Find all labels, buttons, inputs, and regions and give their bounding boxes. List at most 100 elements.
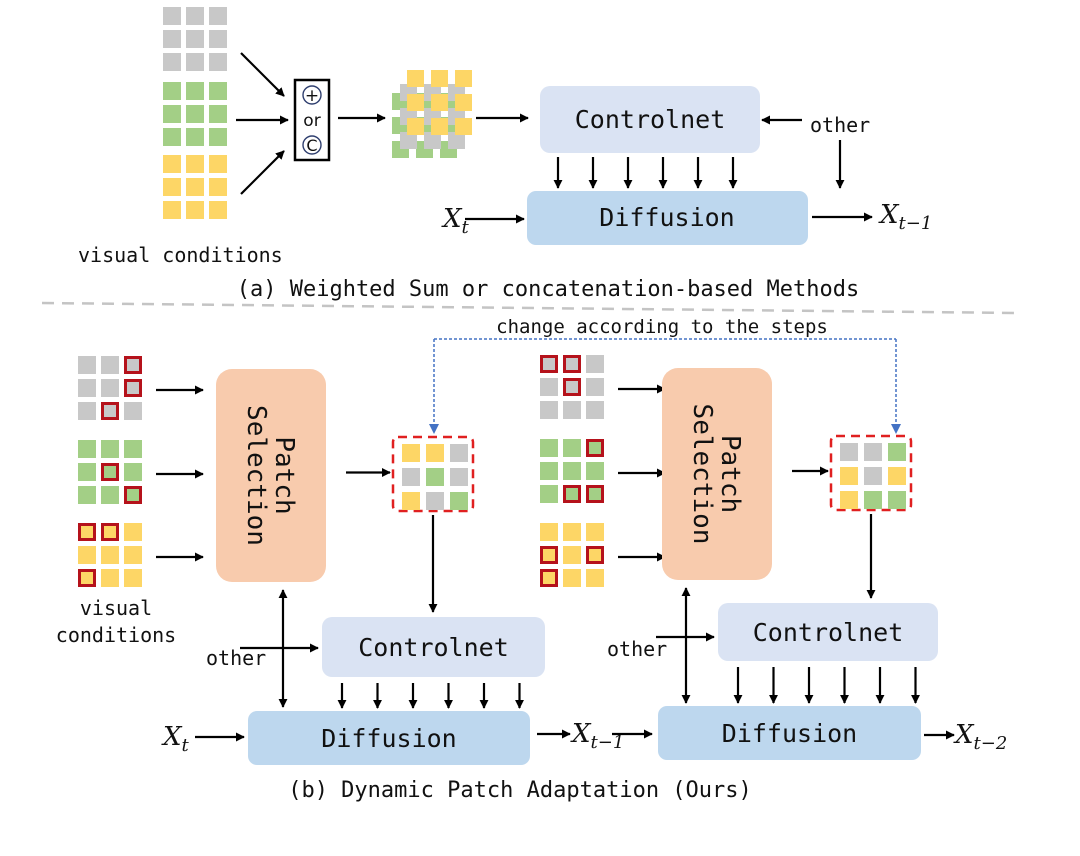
controlnet-label: Controlnet bbox=[358, 633, 509, 662]
stack-yellow-patch bbox=[431, 94, 448, 111]
svg-text:Xt: Xt bbox=[441, 204, 470, 238]
condition-green-patch bbox=[124, 463, 142, 481]
condition-gray-patch bbox=[124, 402, 142, 420]
condition-yellow-patch bbox=[163, 178, 181, 196]
condition-yellow-patch bbox=[124, 523, 142, 541]
composite-patch bbox=[864, 467, 882, 485]
condition-green-patch bbox=[586, 462, 604, 480]
condition-yellow-patch bbox=[563, 546, 581, 564]
condition-yellow-patch bbox=[124, 546, 142, 564]
output-xt-1-label: Xt−1 bbox=[878, 200, 932, 234]
input-xt-label: Xt bbox=[441, 204, 470, 238]
other-label: other bbox=[810, 113, 870, 137]
composite-patch bbox=[888, 491, 906, 509]
condition-green-patch bbox=[563, 462, 581, 480]
condition-gray-patch bbox=[186, 7, 204, 25]
composite-patch bbox=[450, 468, 468, 486]
condition-green-selected-patch bbox=[586, 485, 604, 503]
visual-condition-gray-grid bbox=[163, 7, 227, 71]
composite-patch bbox=[840, 467, 858, 485]
patch-selection-block bbox=[662, 368, 772, 580]
visual-condition-green-grid bbox=[163, 82, 227, 146]
stack-gray-patch bbox=[448, 132, 465, 149]
condition-gray-selected-patch bbox=[124, 356, 142, 374]
condition-gray-patch bbox=[209, 30, 227, 48]
visual-conditions-label-line2: conditions bbox=[56, 623, 176, 647]
composite-patch bbox=[426, 492, 444, 510]
diffusion-label: Diffusion bbox=[599, 203, 734, 232]
condition-green-selected-patch bbox=[101, 463, 119, 481]
condition-yellow-patch bbox=[540, 523, 558, 541]
stack-yellow-patch bbox=[431, 70, 448, 87]
condition-gray-patch bbox=[209, 7, 227, 25]
condition-green-patch bbox=[186, 105, 204, 123]
caption-b: (b) Dynamic Patch Adaptation (Ours) bbox=[288, 778, 752, 803]
condition-gray-patch bbox=[78, 402, 96, 420]
condition-gray-patch bbox=[101, 356, 119, 374]
condition-gray-selected-patch bbox=[124, 379, 142, 397]
part-a: visual conditions + or C Controlnet othe… bbox=[78, 7, 932, 302]
condition-yellow-selected-patch bbox=[78, 523, 96, 541]
condition-gray-patch bbox=[163, 53, 181, 71]
diffusion-label: Diffusion bbox=[321, 724, 456, 753]
condition-yellow-patch bbox=[186, 178, 204, 196]
composite-patch bbox=[402, 492, 420, 510]
condition-yellow-patch bbox=[124, 569, 142, 587]
condition-green-selected-patch bbox=[563, 485, 581, 503]
output-label: Xt−2 bbox=[953, 720, 1007, 754]
selected-composite-border bbox=[829, 434, 913, 512]
condition-yellow-patch bbox=[586, 569, 604, 587]
condition-green-selected-patch bbox=[586, 439, 604, 457]
condition-gray-patch bbox=[540, 401, 558, 419]
condition-green-patch bbox=[209, 128, 227, 146]
condition-green-selected-patch bbox=[124, 486, 142, 504]
other-label: other bbox=[206, 646, 266, 670]
stack-yellow-patch bbox=[431, 118, 448, 135]
condition-yellow-patch bbox=[209, 155, 227, 173]
condition-gray-patch bbox=[586, 378, 604, 396]
condition-green-patch bbox=[209, 82, 227, 100]
condition-gray-patch bbox=[78, 356, 96, 374]
patch-selection-label-line2: Selection bbox=[241, 405, 271, 546]
condition-yellow-patch bbox=[78, 546, 96, 564]
condition-gray-selected-patch bbox=[101, 402, 119, 420]
composite-patch bbox=[426, 468, 444, 486]
condition-gray-patch bbox=[586, 401, 604, 419]
stack-yellow-patch bbox=[407, 118, 424, 135]
condition-green-patch bbox=[540, 485, 558, 503]
condition-yellow-selected-patch bbox=[78, 569, 96, 587]
condition-green-patch bbox=[78, 463, 96, 481]
condition-green-patch bbox=[163, 82, 181, 100]
composite-patch bbox=[840, 443, 858, 461]
patch-selection-label-line2: Selection bbox=[687, 404, 717, 545]
composite-patch bbox=[864, 443, 882, 461]
stack-yellow-patch bbox=[455, 118, 472, 135]
condition-yellow-patch bbox=[163, 201, 181, 219]
composite-patch bbox=[888, 467, 906, 485]
condition-yellow-patch bbox=[101, 546, 119, 564]
diffusion-block bbox=[248, 711, 530, 765]
step-note-label: change according to the steps bbox=[496, 316, 828, 338]
composite-patch bbox=[402, 468, 420, 486]
other-label: other bbox=[607, 637, 667, 661]
stack-yellow-patch bbox=[455, 70, 472, 87]
composite-patch bbox=[426, 444, 444, 462]
arrow-gray-to-operator bbox=[240, 52, 285, 97]
condition-yellow-patch bbox=[209, 201, 227, 219]
visual-condition-yellow-grid bbox=[163, 155, 227, 219]
condition-green-patch bbox=[78, 486, 96, 504]
concat-icon bbox=[302, 135, 322, 155]
controlnet-block-a: Controlnet bbox=[540, 86, 760, 153]
condition-gray-selected-patch bbox=[563, 378, 581, 396]
condition-gray-patch bbox=[101, 379, 119, 397]
condition-gray-patch bbox=[563, 401, 581, 419]
controlnet-to-diffusion-arrows bbox=[553, 157, 738, 189]
condition-yellow-patch bbox=[563, 523, 581, 541]
controlnet-block bbox=[322, 617, 545, 677]
condition-yellow-patch bbox=[101, 569, 119, 587]
condition-yellow-patch bbox=[186, 201, 204, 219]
condition-green-patch bbox=[101, 486, 119, 504]
sum-icon bbox=[302, 85, 322, 105]
condition-green-patch bbox=[209, 105, 227, 123]
